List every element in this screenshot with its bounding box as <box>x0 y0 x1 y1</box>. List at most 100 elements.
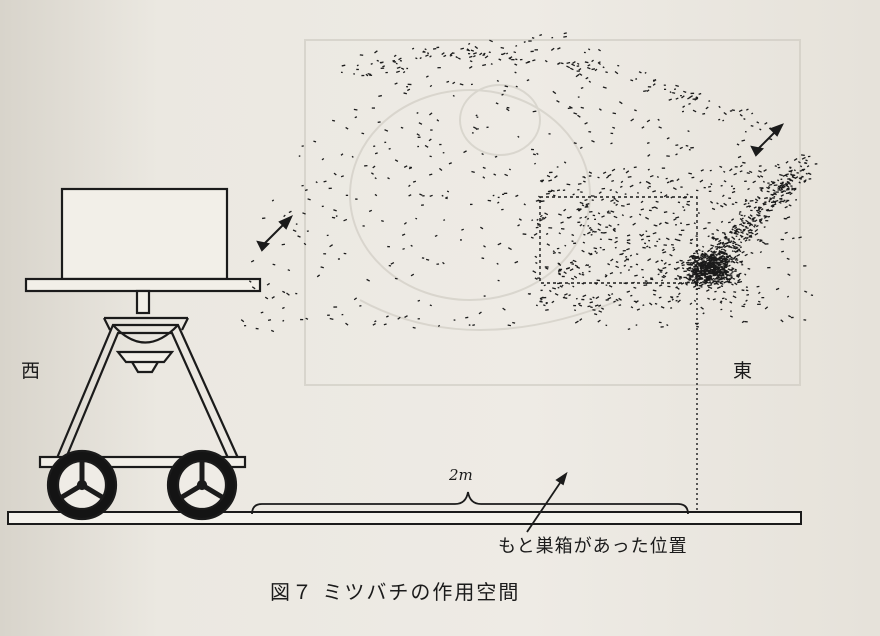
bee-speck <box>720 248 723 251</box>
bee-speck <box>417 299 421 302</box>
bee-speck <box>758 170 762 173</box>
bee-speck <box>744 239 748 242</box>
bee-speck <box>765 197 769 199</box>
bee-speck <box>645 180 650 184</box>
bee-speck <box>675 216 680 219</box>
bee-speck <box>723 265 727 269</box>
bee-speck <box>490 63 493 65</box>
bee-speck <box>534 255 538 259</box>
bee-speck <box>402 247 405 250</box>
bee-speck <box>561 275 565 278</box>
bee-speck <box>282 319 285 322</box>
bee-speck <box>675 153 678 156</box>
bee-speck <box>416 111 419 114</box>
bee-speck <box>695 189 699 192</box>
bee-speck <box>739 223 743 226</box>
bee-speck <box>657 273 660 276</box>
bee-speck <box>579 201 584 205</box>
bee-speck <box>647 258 652 262</box>
bee-speck <box>437 66 441 69</box>
bee-speck <box>678 233 683 236</box>
bee-speck <box>593 247 598 250</box>
bee-speck <box>503 192 508 194</box>
bee-speck <box>648 302 653 306</box>
bee-speck <box>786 257 790 260</box>
bee-speck <box>688 277 692 279</box>
bee-speck <box>718 256 723 260</box>
bee-speck <box>664 88 667 90</box>
bee-speck <box>702 312 705 315</box>
bee-speck <box>734 226 738 230</box>
bee-speck <box>793 158 798 162</box>
bee-speck <box>759 250 763 254</box>
bee-speck <box>762 180 765 183</box>
bee-speck <box>672 212 675 215</box>
bee-speck <box>742 228 746 231</box>
bee-speck <box>429 155 432 158</box>
bee-speck <box>515 58 518 61</box>
bee-speck <box>558 251 561 254</box>
bee-speck <box>747 202 750 205</box>
bee-speck <box>763 168 767 172</box>
bee-speck <box>700 262 705 264</box>
bee-speck <box>368 209 373 213</box>
bee-speck <box>688 172 693 175</box>
cart-wheel-left <box>46 449 118 521</box>
bee-speck <box>723 233 727 236</box>
bee-speck <box>711 207 716 211</box>
bee-speck <box>772 203 777 206</box>
bee-speck <box>384 129 389 132</box>
bee-speck <box>739 217 743 221</box>
bee-speck <box>721 243 725 245</box>
bee-speck <box>724 252 728 255</box>
bee-speck <box>605 71 608 74</box>
bee-speck <box>719 265 724 268</box>
bee-speck <box>633 166 637 169</box>
bee-speck <box>694 97 699 101</box>
bee-speck <box>359 305 362 307</box>
bee-speck <box>658 296 662 299</box>
bee-speck <box>539 214 543 218</box>
bee-speck <box>424 144 429 148</box>
bee-speck <box>588 131 592 133</box>
bee-speck <box>411 47 415 50</box>
bee-speck <box>762 201 766 205</box>
bee-speck <box>495 102 499 105</box>
bee-speck <box>669 253 673 257</box>
flight-arrow-east <box>750 123 785 157</box>
bee-speck <box>582 294 587 298</box>
bee-speck <box>466 48 470 51</box>
bee-speck <box>805 172 808 175</box>
bee-speck <box>591 59 594 63</box>
bee-speck <box>702 281 704 283</box>
bee-speck <box>606 210 610 213</box>
bee-speck <box>489 39 493 43</box>
bee-speck <box>394 61 397 63</box>
bee-speck <box>396 70 401 74</box>
bee-speck <box>720 285 724 287</box>
bee-speck <box>737 228 740 230</box>
bee-speck <box>650 278 654 281</box>
bee-speck <box>563 293 568 296</box>
bee-speck <box>771 204 775 208</box>
bee-speck <box>587 305 591 308</box>
bee-speck <box>337 258 340 260</box>
bee-speck <box>670 180 674 182</box>
bee-speck <box>442 261 445 265</box>
bee-speck <box>601 215 605 218</box>
bee-speck <box>545 309 549 311</box>
bee-speck <box>429 173 433 176</box>
bee-speck <box>552 287 556 290</box>
bee-speck <box>540 298 543 300</box>
bee-speck <box>421 257 425 259</box>
bee-speck <box>636 308 641 311</box>
bee-speck <box>530 50 534 53</box>
bee-speck <box>672 92 676 94</box>
bee-speck <box>594 304 599 307</box>
bee-speck <box>406 67 409 70</box>
bee-speck <box>785 173 789 176</box>
bee-speck <box>754 219 758 223</box>
bee-speck <box>706 289 710 292</box>
bee-speck <box>613 215 618 219</box>
bee-speck <box>471 132 474 134</box>
